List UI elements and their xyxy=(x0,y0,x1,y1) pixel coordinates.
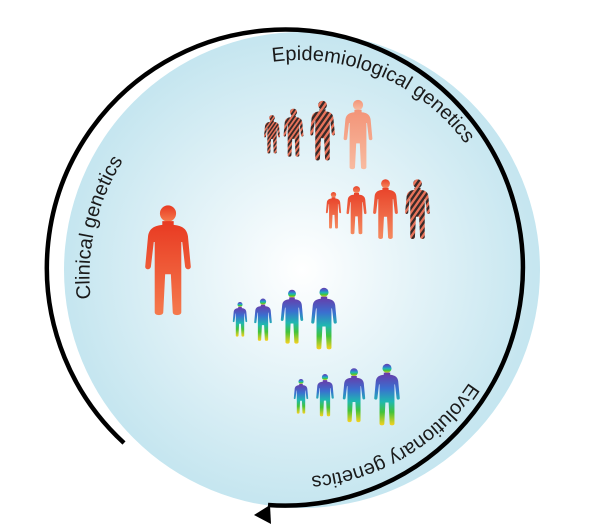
cycle-ring xyxy=(44,27,526,508)
arrowhead-icon xyxy=(254,505,271,524)
background-disc xyxy=(64,32,540,508)
